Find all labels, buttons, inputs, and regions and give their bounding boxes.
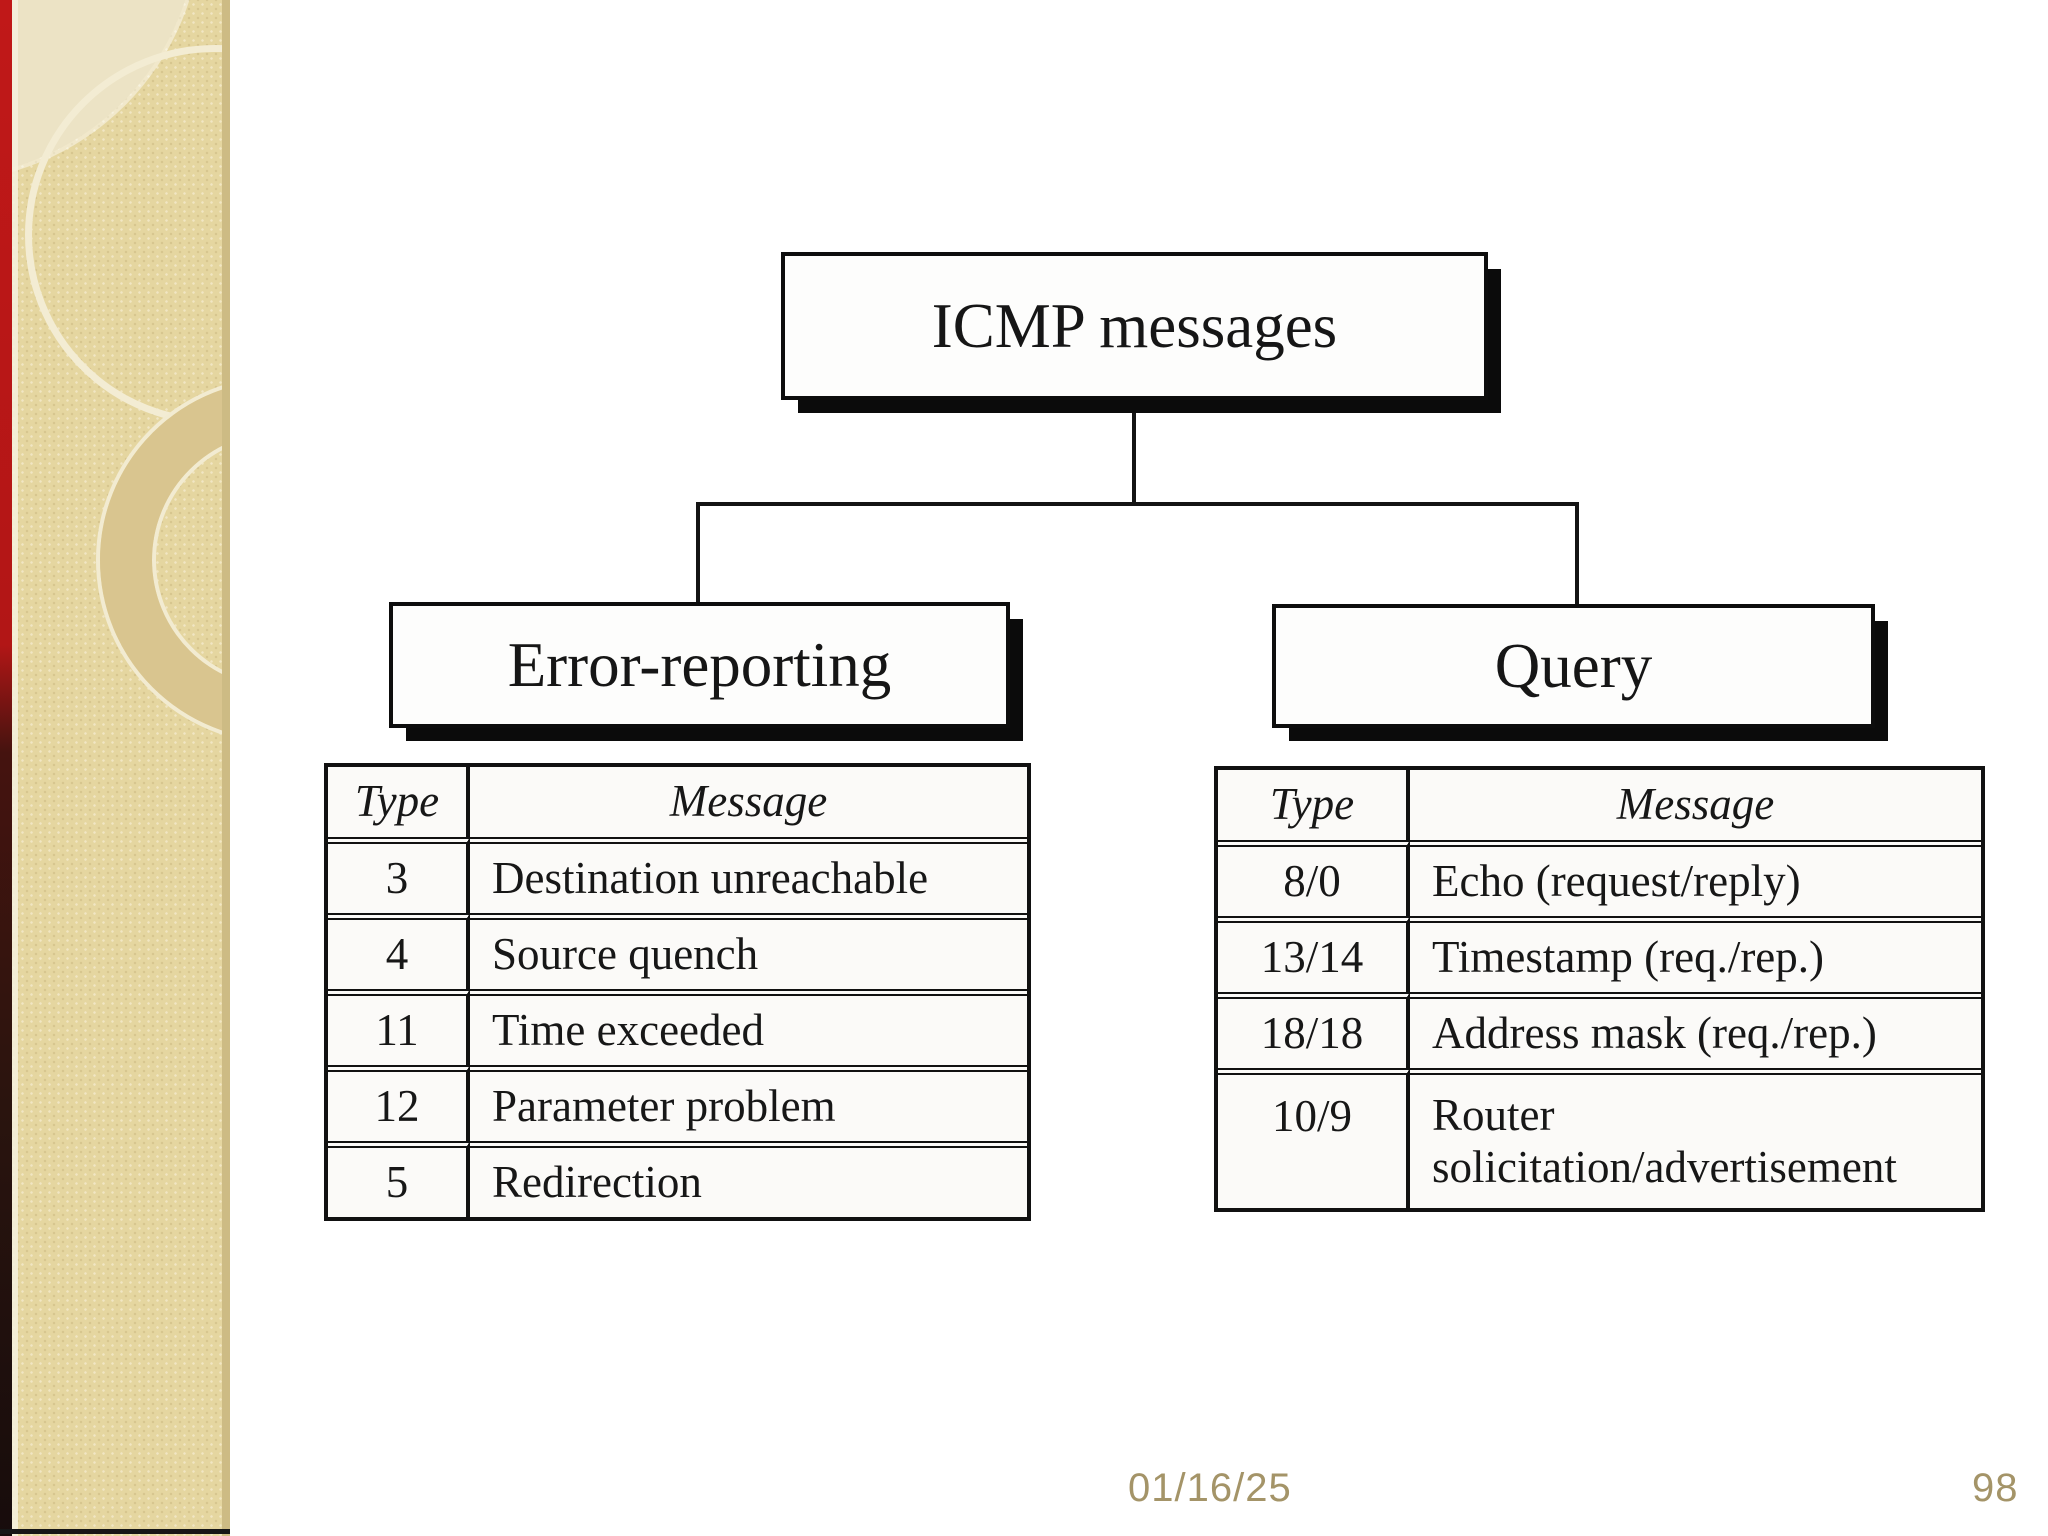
type-cell: 10/9 (1218, 1068, 1410, 1208)
type-cell: 12 (328, 1065, 470, 1141)
type-cell: 4 (328, 913, 470, 989)
connector-root-vertical (1132, 400, 1136, 506)
type-cell: 5 (328, 1141, 470, 1217)
left-edge-cream-line (12, 0, 18, 1536)
sidebar-bottom-line (0, 1529, 230, 1534)
decor-thick-ring (100, 380, 230, 740)
message-cell: Time exceeded (470, 989, 1027, 1065)
connector-right-vertical (1575, 502, 1579, 608)
left-edge-red-accent (0, 0, 12, 1536)
message-cell: Echo (request/reply) (1410, 840, 1981, 916)
sidebar-right-edge-strip (222, 0, 230, 1536)
node-error-reporting-label: Error-reporting (507, 629, 892, 700)
page-number: 98 (1972, 1466, 2019, 1510)
message-cell: Router solicitation/advertisement (1410, 1068, 1981, 1208)
slide-date: 01/16/25 (1128, 1466, 1292, 1510)
type-cell: 3 (328, 837, 470, 913)
type-cell: 18/18 (1218, 992, 1410, 1068)
table-header-row: Type Message (1218, 770, 1981, 840)
node-icmp-messages-label: ICMP messages (931, 290, 1338, 361)
column-header: Type (328, 767, 470, 837)
type-cell: 8/0 (1218, 840, 1410, 916)
sidebar-decoration (0, 0, 230, 1536)
node-query-label: Query (1494, 630, 1653, 701)
message-cell: Destination unreachable (470, 837, 1027, 913)
node-error-reporting: Error-reporting (389, 602, 1010, 728)
message-cell: Redirection (470, 1141, 1027, 1217)
type-cell: 13/14 (1218, 916, 1410, 992)
table-header-row: Type Message (328, 767, 1027, 837)
node-icmp-messages: ICMP messages (781, 252, 1488, 400)
message-cell: Address mask (req./rep.) (1410, 992, 1981, 1068)
message-cell: Timestamp (req./rep.) (1410, 916, 1981, 992)
message-cell: Source quench (470, 913, 1027, 989)
type-cell: 11 (328, 989, 470, 1065)
column-header: Message (669, 776, 828, 827)
message-cell: Parameter problem (470, 1065, 1027, 1141)
column-header: Message (1616, 779, 1775, 830)
node-query: Query (1272, 604, 1875, 728)
connector-horizontal-bar (696, 502, 1579, 506)
column-header: Type (1218, 770, 1410, 840)
connector-left-vertical (696, 502, 700, 606)
